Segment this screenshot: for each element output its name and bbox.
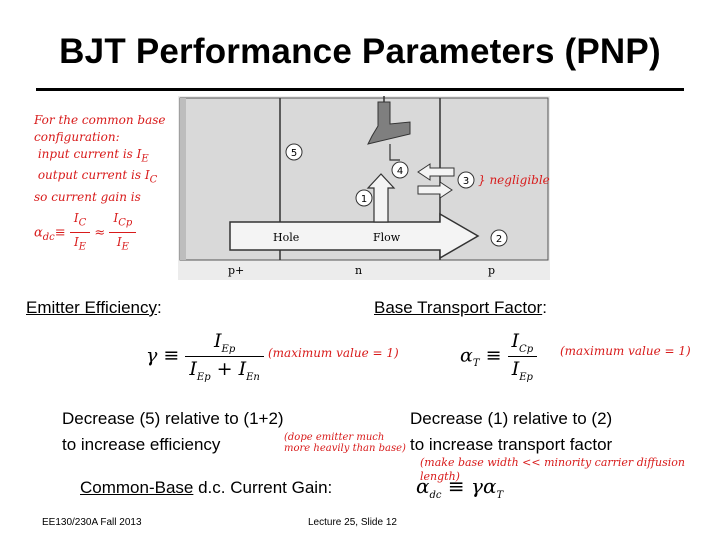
pnp-current-figure: Hole Flow 1 2 3 4 5 } negligible p+ n p [178, 96, 550, 280]
marker-1: 1 [361, 194, 367, 205]
marker-3: 3 [463, 176, 469, 187]
electron-injection-arrow [367, 101, 411, 145]
emitter-description: Decrease (5) relative to (1+2) to increa… [62, 409, 284, 454]
region-collector: p [488, 264, 495, 277]
hole-label: Hole [273, 231, 299, 244]
common-base-gain-label: Common-Base d.c. Current Gain: [80, 478, 333, 497]
marker-2: 2 [496, 234, 502, 245]
note-line: output current is IC [37, 168, 158, 186]
flow-label: Flow [373, 231, 401, 244]
base-description: Decrease (1) relative to (2) to increase… [410, 409, 613, 454]
region-base: n [355, 264, 362, 277]
collector-leak-arrow [417, 181, 453, 199]
slide-title: BJT Performance Parameters (PNP) [59, 32, 661, 71]
common-base-gain-formula: αdc ≡ γαT [416, 474, 504, 501]
note-line: so current gain is [34, 189, 141, 204]
handwritten-notes: For the common base configuration: input… [34, 112, 182, 256]
base-max-note: (maximum value = 1) [560, 344, 691, 358]
note-line: input current is IE [37, 147, 149, 165]
note-line: For the common base [34, 113, 166, 127]
footer-course: EE130/230A Fall 2013 [42, 517, 142, 528]
emitter-doping-note: (dope emitter much more heavily than bas… [284, 432, 406, 454]
marker-4: 4 [397, 166, 403, 177]
marker-5: 5 [291, 148, 297, 159]
base-width-note: (make base width << minority carrier dif… [420, 456, 685, 483]
negligible-note: } negligible [478, 173, 550, 187]
emitter-efficiency-label: Emitter Efficiency: [26, 298, 162, 317]
generation-arrow [417, 163, 455, 181]
base-transport-label: Base Transport Factor: [374, 298, 547, 317]
recombination-arrow [366, 173, 396, 223]
emitter-contact [180, 98, 186, 260]
note-line: configuration: [34, 130, 120, 144]
footer-slide-number: Lecture 25, Slide 12 [308, 517, 397, 528]
region-emitter: p+ [228, 264, 244, 277]
hole-flow-arrow [229, 212, 480, 260]
emitter-max-note: (maximum value = 1) [268, 346, 399, 360]
title-rule [36, 88, 684, 91]
